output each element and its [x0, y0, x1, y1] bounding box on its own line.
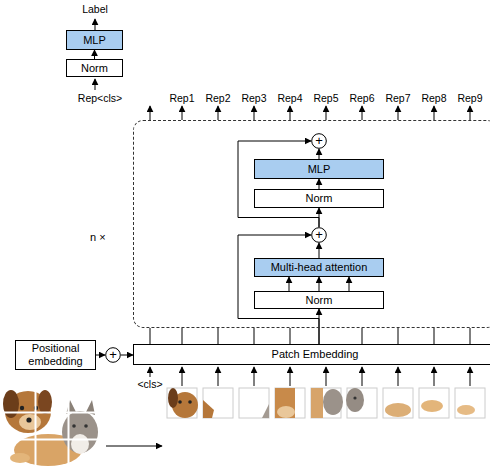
connector	[238, 141, 319, 227]
representation-label: Rep8	[421, 92, 446, 105]
representation-label: Rep4	[277, 92, 302, 105]
box-text: Positional embedding	[16, 342, 95, 367]
representation-label: Rep9	[457, 92, 482, 105]
token-lines	[150, 328, 470, 344]
representation-label: Rep2	[205, 92, 230, 105]
connector-line	[121, 355, 133, 356]
box-text: Norm	[306, 294, 333, 307]
operator-symbol: +	[315, 134, 323, 147]
connector-line	[319, 149, 320, 159]
split-arrow	[106, 446, 162, 447]
input-photo	[3, 386, 101, 466]
box-text: Norm	[306, 192, 333, 205]
embedding-box: Positional embedding	[15, 340, 96, 370]
norm-box: Norm	[254, 291, 384, 309]
connector	[319, 149, 320, 159]
representation-label: Rep3	[241, 92, 266, 105]
connector-line	[238, 141, 319, 227]
connector-line	[289, 277, 290, 291]
encoder-block: n ×+MLPNorm+Multi-head attentionNorm	[133, 120, 490, 328]
patch-arrows	[150, 367, 470, 386]
box-text: Multi-head attention	[271, 261, 368, 274]
add-circle: +	[311, 133, 327, 149]
connector	[94, 50, 95, 59]
connector-line	[319, 243, 320, 258]
circle-shape	[312, 228, 327, 243]
connector	[96, 355, 105, 356]
box-text: MLP	[308, 163, 331, 176]
patches	[167, 388, 485, 418]
connector-line	[94, 50, 95, 59]
token-label: <cls>	[137, 378, 162, 391]
operator-symbol: +	[315, 228, 323, 241]
connector-line	[319, 277, 320, 291]
box-text: MLP	[83, 34, 106, 47]
norm-box: Norm	[66, 59, 123, 77]
representation-label: Rep<cls>	[78, 92, 122, 105]
output-arrows	[95, 19, 470, 120]
connector	[121, 355, 133, 356]
representation-label: Rep1	[169, 92, 194, 105]
connector-line	[319, 179, 320, 189]
representation-label: Rep6	[349, 92, 374, 105]
box-text: Norm	[81, 62, 108, 75]
attention-box: Multi-head attention	[254, 258, 384, 277]
connector-line	[96, 355, 105, 356]
circle-shape	[106, 348, 121, 363]
mlp-box: MLP	[66, 30, 123, 50]
connector-line	[349, 277, 350, 291]
add-circle: +	[105, 347, 121, 363]
representation-label: Rep5	[313, 92, 338, 105]
operator-symbol: +	[109, 348, 117, 361]
circle-shape	[312, 134, 327, 149]
norm-box: Norm	[254, 189, 384, 208]
add-circle: +	[311, 227, 327, 243]
output-label: Label	[82, 3, 108, 16]
embedding-box: Patch Embedding	[133, 344, 490, 365]
mlp-box: MLP	[254, 159, 384, 179]
connector	[289, 277, 349, 291]
representation-label: Rep7	[385, 92, 410, 105]
connector	[319, 243, 320, 258]
connector	[319, 179, 320, 189]
repeat-label: n ×	[90, 231, 106, 244]
box-text: Patch Embedding	[272, 348, 359, 361]
